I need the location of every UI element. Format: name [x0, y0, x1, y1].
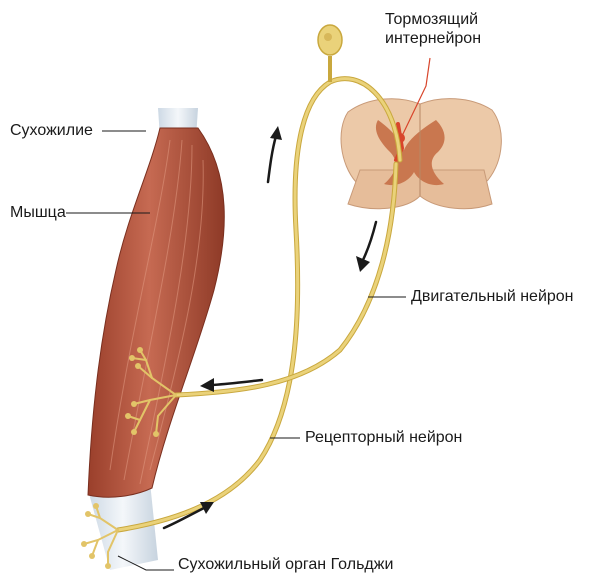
label-golgi-tendon-organ: Сухожильный орган Гольджи — [178, 555, 393, 574]
label-muscle: Мышца — [10, 203, 66, 222]
label-sensory-neuron: Рецепторный нейрон — [305, 428, 462, 447]
arrow-down-motor — [356, 222, 376, 272]
label-inhibitory-interneuron-line2: интернейрон — [385, 29, 481, 48]
label-tendon: Сухожилие — [10, 121, 93, 140]
arrow-up-sensory — [268, 126, 282, 182]
label-inhibitory-interneuron-line1: Тормозящий — [385, 10, 481, 29]
arrow-right-sensory — [164, 502, 214, 528]
label-inhibitory-interneuron: Тормозящий интернейрон — [385, 10, 481, 48]
label-motor-neuron: Двигательный нейрон — [411, 287, 574, 306]
sensory-ganglion-cell — [318, 25, 342, 82]
spinal-cord-section — [341, 99, 501, 209]
